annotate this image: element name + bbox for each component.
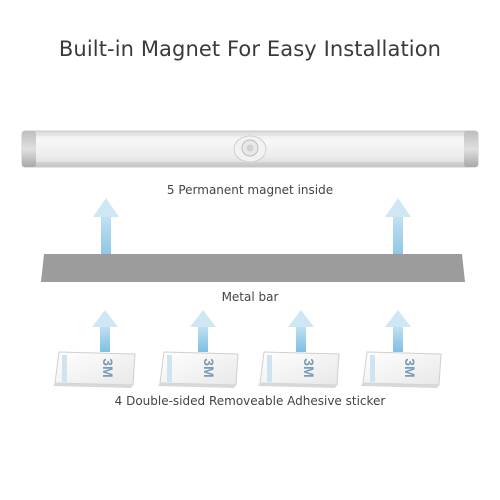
sticker-caption: 4 Double-sided Removeable Adhesive stick… bbox=[114, 394, 386, 408]
arrow-up-icon bbox=[385, 198, 411, 266]
led-light-bar bbox=[21, 130, 479, 168]
sticker-print: 3M bbox=[402, 358, 418, 377]
arrow-up-icon bbox=[385, 310, 411, 352]
sticker-print: 3M bbox=[201, 358, 217, 377]
motion-sensor-icon bbox=[233, 135, 267, 163]
arrow-up-icon bbox=[93, 198, 119, 266]
adhesive-sticker: 3M bbox=[258, 351, 340, 388]
arrow-up-icon bbox=[288, 310, 314, 352]
metal-bar bbox=[41, 254, 465, 282]
page-title: Built-in Magnet For Easy Installation bbox=[58, 37, 442, 61]
metal-bar-caption: Metal bar bbox=[221, 290, 279, 304]
sticker-print: 3M bbox=[100, 358, 116, 377]
arrow-up-icon bbox=[190, 310, 216, 352]
arrow-up-icon bbox=[92, 310, 118, 352]
adhesive-sticker: 3M bbox=[158, 351, 239, 388]
adhesive-sticker: 3M bbox=[361, 351, 442, 388]
sticker-print: 3M bbox=[301, 358, 317, 377]
adhesive-sticker: 3M bbox=[53, 351, 136, 388]
magnet-caption: 5 Permanent magnet inside bbox=[166, 183, 334, 197]
